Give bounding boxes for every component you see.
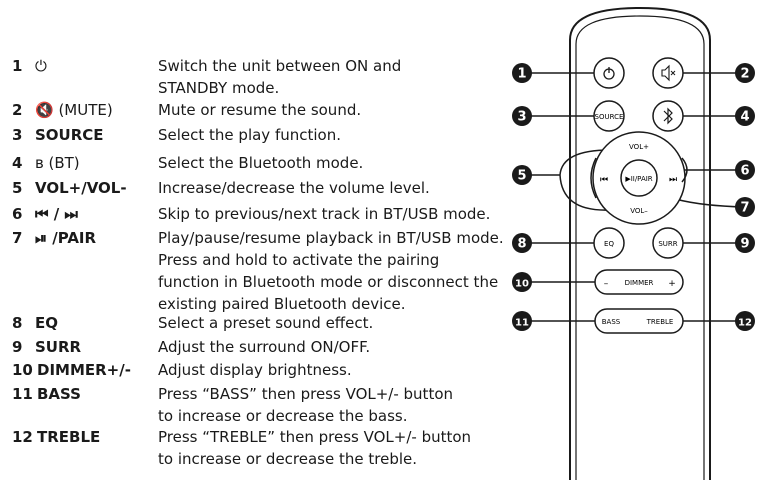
callout-5: 5 [512, 165, 532, 185]
dimmer-label: DIMMER [625, 279, 654, 287]
function-number: 2 [12, 101, 23, 119]
callout-number: 9 [740, 237, 749, 252]
callout-12: 12 [735, 311, 755, 331]
bass-label: BASS [602, 318, 621, 326]
function-description: Press “TREBLE” then press VOL+/- button … [158, 428, 472, 468]
bluetooth-button[interactable] [652, 100, 684, 132]
function-number: 10 [12, 361, 33, 379]
function-label: VOL+/VOL- [35, 179, 127, 197]
callout-number: 3 [517, 110, 526, 125]
function-label: 🔇 (MUTE) [35, 101, 113, 119]
function-number: 4 [12, 154, 23, 172]
function-label: SURR [35, 338, 82, 356]
function-description: Adjust display brightness. [158, 361, 352, 379]
source-button[interactable]: SOURCE [593, 100, 625, 132]
dimmer-minus: – [604, 279, 609, 289]
callout-number: 10 [515, 279, 529, 290]
leader-lines [522, 72, 746, 322]
callout-number: 8 [517, 237, 526, 252]
function-label: SOURCE [35, 126, 104, 144]
svg-text:SOURCE: SOURCE [595, 113, 624, 121]
remote-body [569, 6, 711, 480]
surr-button[interactable]: SURR [652, 227, 684, 259]
function-number: 5 [12, 179, 23, 197]
callout-number: 2 [740, 67, 749, 82]
callout-11: 11 [512, 311, 532, 331]
function-number: 7 [12, 229, 23, 247]
function-description: Skip to previous/next track in BT/USB mo… [158, 205, 491, 223]
vol-minus-label: VOL– [630, 207, 648, 215]
bluetooth-icon [663, 107, 673, 125]
function-label: ʙ (BT) [35, 154, 80, 172]
callout-4: 4 [735, 106, 755, 126]
remote-diagram: SOURCE VOL+ VOL– ⏮ ⏭ ▶II/PAIR EQ SURR – … [512, 6, 755, 480]
vol-plus-label: VOL+ [629, 143, 649, 151]
function-number: 11 [12, 385, 33, 403]
function-number: 1 [12, 57, 23, 75]
function-label: DIMMER+/- [37, 361, 131, 379]
function-label: EQ [35, 314, 58, 332]
bass-treble-button[interactable]: BASS TREBLE [594, 308, 684, 334]
callout-number: 1 [517, 67, 526, 82]
function-label: ⏮ / ⏭ [35, 205, 78, 223]
callout-1: 1 [512, 63, 532, 83]
play-pair-label: ▶II/PAIR [625, 175, 652, 183]
callout-number: 7 [740, 201, 749, 216]
power-icon: ⏻ [35, 57, 47, 75]
function-label: BASS [37, 385, 81, 403]
callout-3: 3 [512, 106, 532, 126]
function-description: Select a preset sound effect. [158, 314, 374, 332]
callout-10: 10 [512, 272, 532, 292]
power-button[interactable] [593, 57, 625, 89]
next-track-icon: ⏭ [669, 175, 677, 185]
function-description: Switch the unit between ON and STANDBY m… [158, 57, 402, 97]
callout-7: 7 [735, 197, 755, 217]
callout-number: 11 [515, 318, 529, 329]
dimmer-plus: + [668, 279, 676, 289]
function-description: Increase/decrease the volume level. [158, 179, 430, 197]
function-number: 12 [12, 428, 33, 446]
function-description: Play/pause/resume playback in BT/USB mod… [158, 229, 504, 313]
callout-number: 6 [740, 164, 749, 179]
callout-9: 9 [735, 233, 755, 253]
callout-number: 5 [517, 169, 526, 184]
treble-label: TREBLE [646, 318, 674, 326]
callout-number: 12 [738, 318, 752, 329]
function-description: Press “BASS” then press VOL+/- button to… [158, 385, 454, 425]
function-number: 6 [12, 205, 23, 223]
function-description: Select the play function. [158, 126, 341, 144]
callout-8: 8 [512, 233, 532, 253]
mute-button[interactable] [652, 57, 684, 89]
callout-number: 4 [740, 110, 749, 125]
callout-2: 2 [735, 63, 755, 83]
function-label: ⏯ /PAIR [35, 229, 97, 247]
previous-track-icon: ⏮ [600, 175, 608, 185]
callout-6: 6 [735, 160, 755, 180]
function-description: Adjust the surround ON/OFF. [158, 338, 371, 356]
function-number: 8 [12, 314, 23, 332]
function-description: Mute or resume the sound. [158, 101, 362, 119]
function-label: TREBLE [37, 428, 101, 446]
svg-text:SURR: SURR [658, 240, 677, 248]
function-description: Select the Bluetooth mode. [158, 154, 364, 172]
volume-dpad[interactable]: VOL+ VOL– ⏮ ⏭ ▶II/PAIR [592, 131, 686, 225]
remote-body-inner [575, 15, 705, 480]
bracket-right [681, 157, 688, 183]
bracket-left [590, 157, 597, 199]
svg-text:EQ: EQ [604, 240, 614, 248]
function-number: 9 [12, 338, 23, 356]
function-number: 3 [12, 126, 23, 144]
eq-button[interactable]: EQ [593, 227, 625, 259]
dimmer-button[interactable]: – DIMMER + [594, 269, 684, 295]
